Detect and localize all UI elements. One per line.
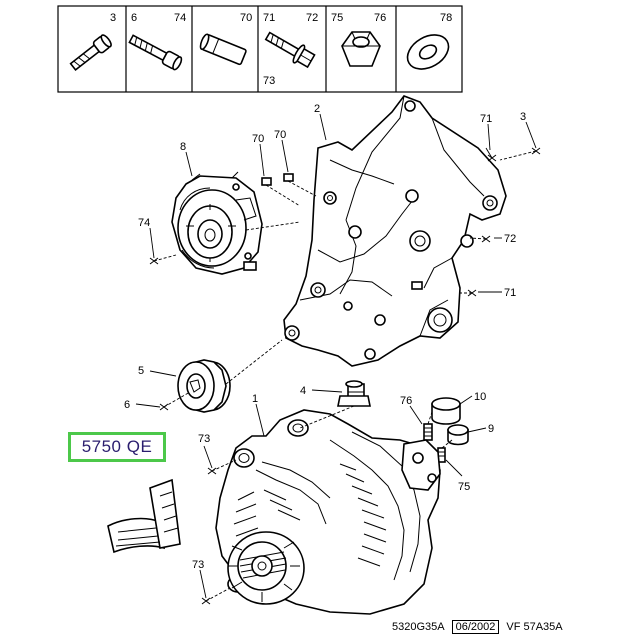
- callout-4: 4: [300, 385, 306, 397]
- diagram-date: 06/2002: [451, 620, 500, 634]
- idler-pulley: [177, 359, 231, 413]
- tray-label-76: 76: [374, 12, 386, 24]
- mounting-bracket: [283, 95, 507, 367]
- belt-reference-box[interactable]: 5750 QE: [68, 432, 166, 462]
- callout-70-right: 70: [274, 129, 286, 141]
- tray-label-78: 78: [440, 12, 452, 24]
- callout-5: 5: [138, 365, 144, 377]
- tray-label-74: 74: [174, 12, 186, 24]
- drive-belt: [107, 478, 181, 554]
- tray-label-70: 70: [240, 12, 252, 24]
- callout-70-left: 70: [252, 133, 264, 145]
- callout-73-upper: 73: [198, 433, 210, 445]
- short-screw-icon: [69, 34, 112, 72]
- callout-3: 3: [520, 111, 526, 123]
- callout-75: 75: [458, 481, 470, 493]
- tray-label-3: 3: [110, 12, 116, 24]
- hex-bolt-icon: [264, 31, 316, 69]
- tray-label-71: 71: [263, 12, 275, 24]
- callout-71-top: 71: [480, 113, 492, 125]
- belt-reference-code: 5750 QE: [81, 437, 153, 456]
- assembly-markers: [149, 147, 541, 605]
- tray-label-6: 6: [131, 12, 137, 24]
- alternator: [215, 409, 441, 615]
- tensioner-pulley: [171, 171, 263, 275]
- callout-74: 74: [138, 217, 150, 229]
- callout-2: 2: [314, 103, 320, 115]
- diagram-footer: 5320G35A 06/2002 VF 57A35A: [388, 619, 567, 635]
- leader-lines: [135, 113, 537, 599]
- parts-tray: 3 6 74 70 71 72 73 75 76 78: [57, 5, 463, 93]
- callout-9: 9: [488, 423, 494, 435]
- callout-6: 6: [124, 399, 130, 411]
- callout-71-mid: 71: [504, 287, 516, 299]
- long-screw-icon: [128, 34, 183, 71]
- callout-76: 76: [400, 395, 412, 407]
- callout-73-lower: 73: [192, 559, 204, 571]
- dowel-pin-icon: [199, 33, 247, 66]
- terminal-stud-76: [423, 423, 433, 441]
- diagram-code: 5320G35A: [392, 621, 445, 633]
- callouts: 2 3 71 72 71 8 74 70 70 5 6 4 1 10 9 76 …: [124, 103, 526, 571]
- callout-72: 72: [504, 233, 516, 245]
- washer-icon: [406, 34, 450, 70]
- terminal-cap-small: [447, 424, 469, 446]
- tray-label-72: 72: [306, 12, 318, 24]
- callout-10: 10: [474, 391, 486, 403]
- hex-nut-icon: [341, 31, 381, 67]
- callout-1: 1: [252, 393, 258, 405]
- diagram-reference: VF 57A35A: [506, 621, 563, 633]
- stud-bolt: [337, 380, 371, 407]
- callout-8: 8: [180, 141, 186, 153]
- tray-label-73: 73: [263, 75, 275, 87]
- tray-label-75: 75: [331, 12, 343, 24]
- terminal-cap-large: [431, 397, 461, 425]
